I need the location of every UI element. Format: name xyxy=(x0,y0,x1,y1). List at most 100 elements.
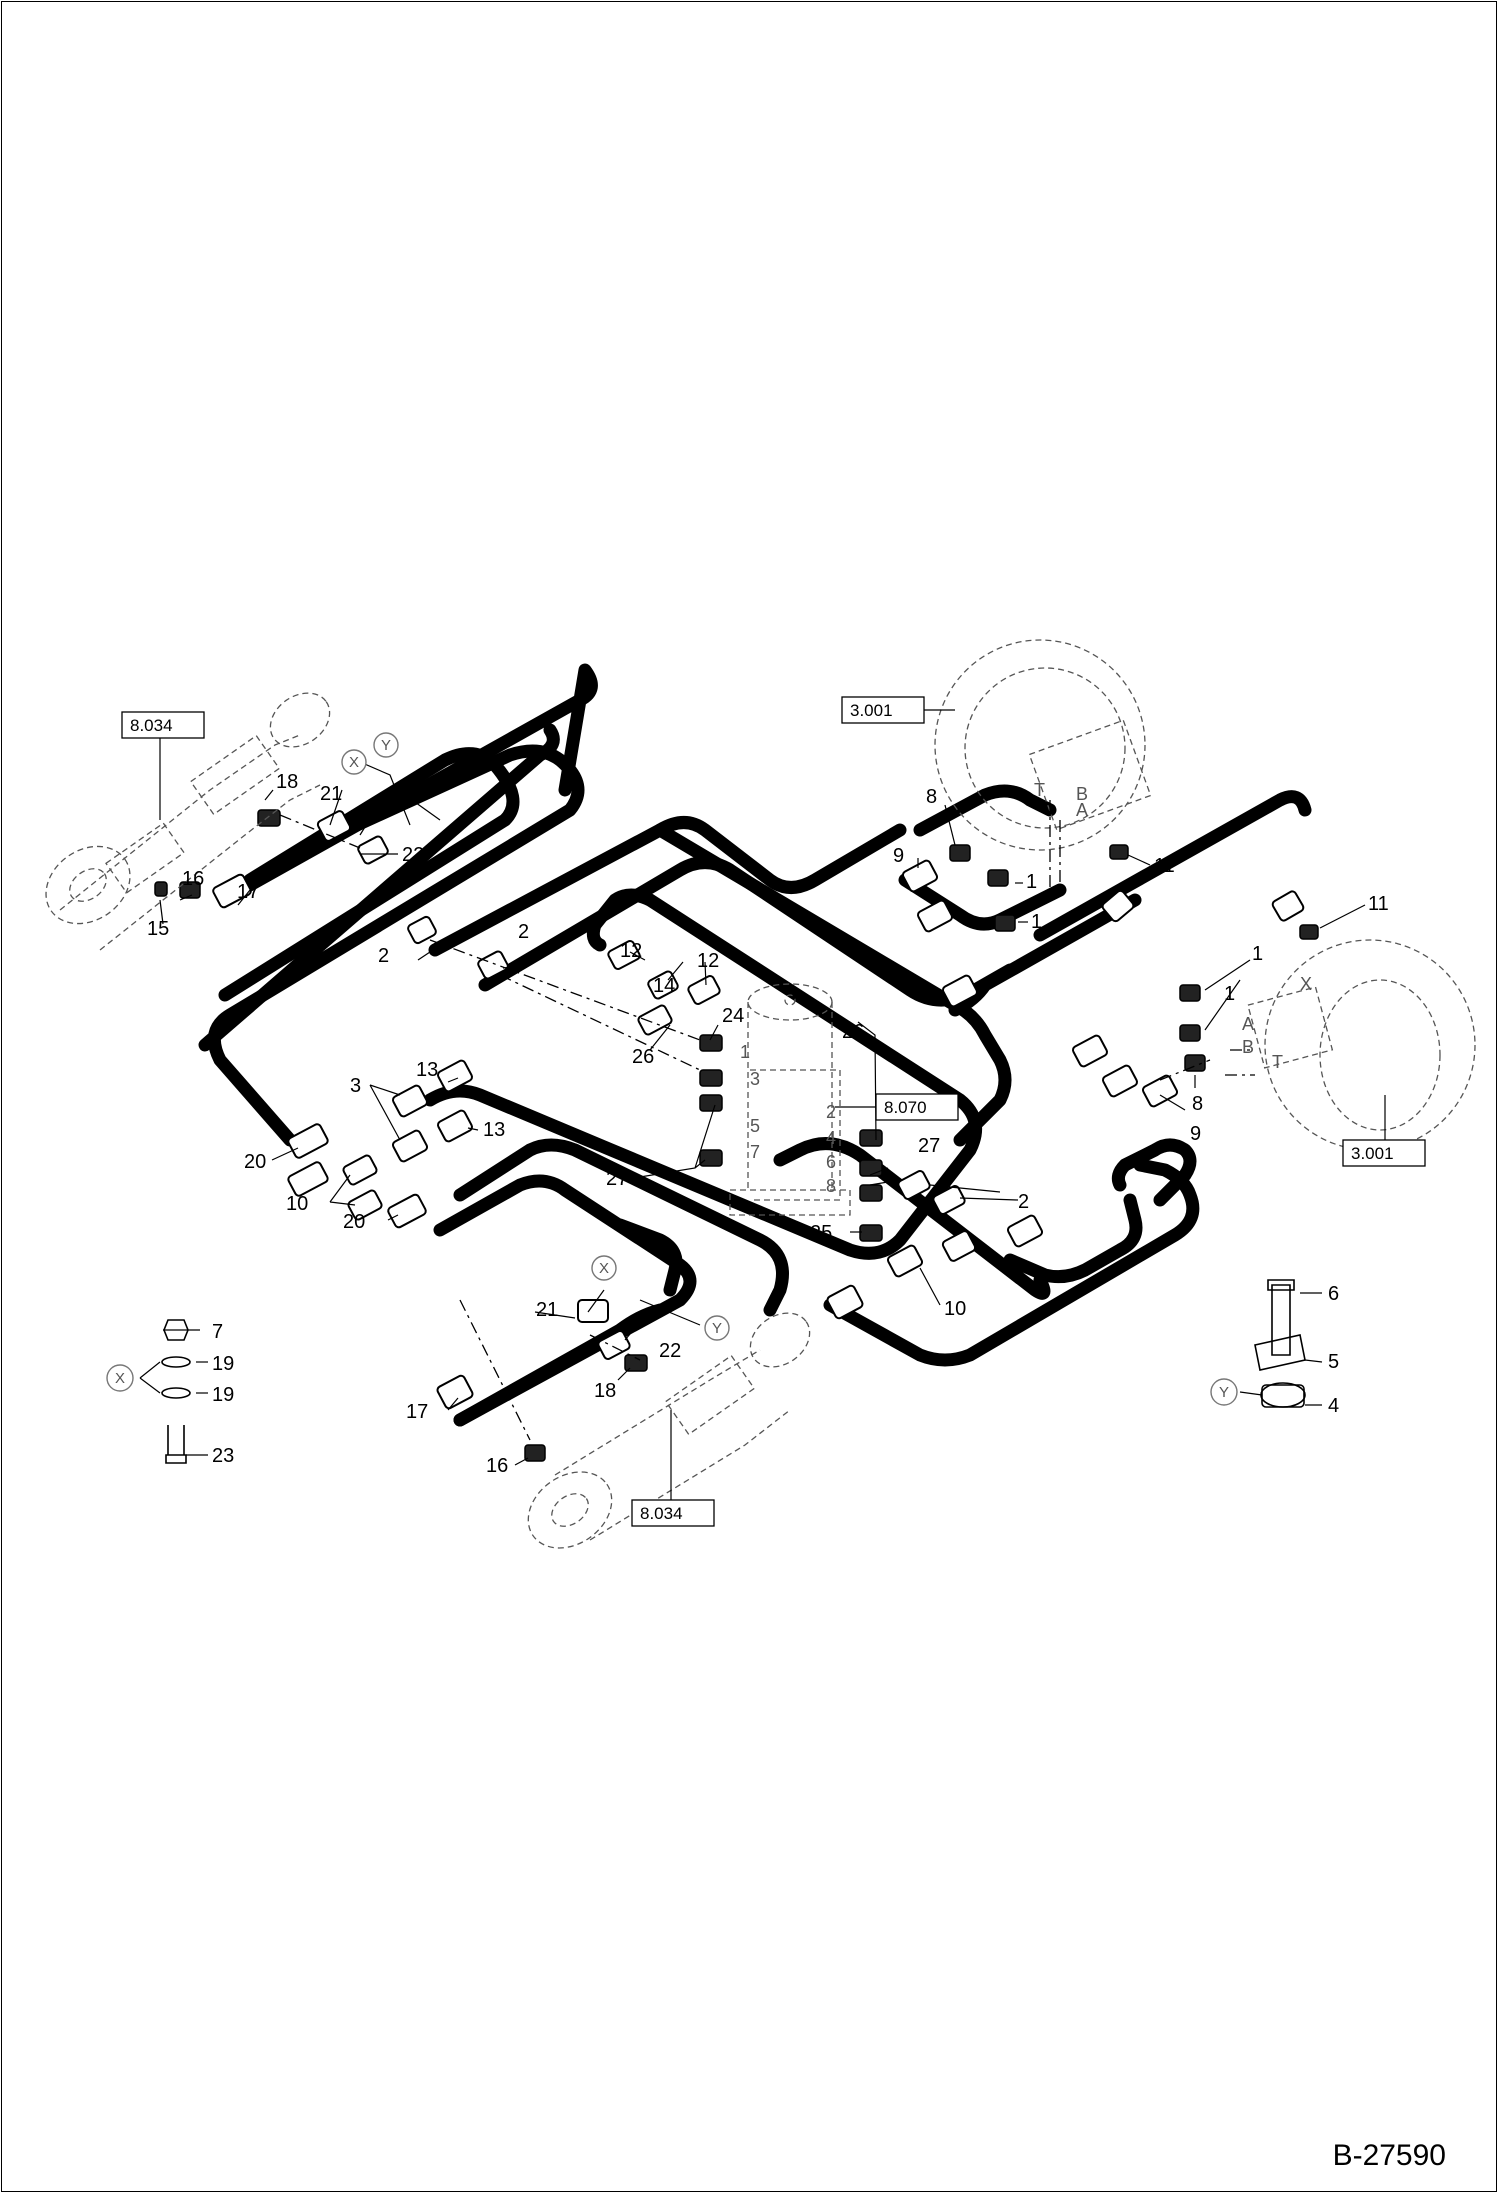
fitting-27c xyxy=(859,1159,883,1177)
label-4: 4 xyxy=(1328,1395,1339,1417)
clamp-hardware-x xyxy=(161,1319,191,1464)
label-2c: 2 xyxy=(1018,1191,1029,1213)
hose-to-lower-cylinder xyxy=(453,1218,683,1427)
circle-ref-y-top-text: Y xyxy=(381,737,391,754)
ref-box-cylinder-top-text: 8.034 xyxy=(130,716,173,735)
fitting-17b xyxy=(436,1374,474,1410)
fitting-15 xyxy=(154,881,168,897)
fitting-13b xyxy=(437,1109,473,1143)
fitting-motor-b xyxy=(917,899,953,933)
hose-top-left-loop-a xyxy=(207,744,585,1147)
fitting-25 xyxy=(859,1224,883,1242)
hose-right-upper xyxy=(1033,790,1312,942)
swivel-port-4: 4 xyxy=(826,1128,836,1148)
label-17b: 17 xyxy=(406,1401,428,1423)
hose-upper-right-loop xyxy=(898,784,1067,931)
ref-box-cylinder-bottom-text: 8.034 xyxy=(640,1504,683,1523)
fitting-1b xyxy=(994,914,1016,932)
label-1a: 1 xyxy=(1026,871,1037,893)
label-7: 7 xyxy=(212,1321,223,1343)
fitting-17a xyxy=(212,873,252,909)
label-18a: 18 xyxy=(276,771,298,793)
part-labels: 1 1 1 1 2 2 2 3 4 5 6 7 8 8 9 9 10 10 11… xyxy=(147,771,1389,1477)
fitting-bottom-elbow xyxy=(826,1284,864,1320)
swivel-port-6: 6 xyxy=(826,1152,836,1172)
fitting-right-a xyxy=(1072,1034,1108,1068)
label-9a: 9 xyxy=(893,845,904,867)
hose-right-long xyxy=(653,823,1012,1147)
hose-right-loop-2 xyxy=(1003,1193,1143,1284)
fitting-21b xyxy=(577,1299,609,1323)
fitting-21a xyxy=(316,810,352,842)
ref-box-motor-right-text: 3.001 xyxy=(1351,1144,1394,1163)
label-27a: 27 xyxy=(606,1168,628,1190)
fitting-26c xyxy=(859,1129,883,1147)
label-17a: 17 xyxy=(237,881,259,903)
label-9b: 9 xyxy=(1190,1123,1201,1145)
motor-top-port-a: A xyxy=(1076,800,1088,820)
swivel-port-1: 1 xyxy=(740,1042,750,1062)
label-13a: 13 xyxy=(416,1059,438,1081)
swivel-port-7: 7 xyxy=(750,1142,760,1162)
fitting-right-elbow xyxy=(1271,890,1305,922)
fitting-10e xyxy=(1007,1214,1043,1248)
fitting-20a xyxy=(287,1123,329,1159)
swivel-port-8: 8 xyxy=(826,1176,836,1196)
fitting-1c xyxy=(1179,984,1201,1002)
ref-box-motor-top[interactable]: 3.001 xyxy=(841,696,925,724)
label-11b: 11 xyxy=(1368,893,1389,915)
circle-ref-x-mid-text: X xyxy=(599,1260,609,1277)
hose-lower-long xyxy=(433,1174,697,1427)
fitting-motor-c xyxy=(942,974,978,1008)
circle-ref-x-legend-text: X xyxy=(115,1370,125,1387)
fitting-26b xyxy=(699,1069,723,1087)
hose-group xyxy=(198,663,1312,1427)
ref-box-cylinder-top[interactable]: 8.034 xyxy=(121,711,205,739)
swivel-port-3: 3 xyxy=(750,1069,760,1089)
label-1d: 1 xyxy=(1224,983,1235,1005)
fitting-13a xyxy=(437,1059,473,1093)
hose-mid-to-right xyxy=(773,1137,1051,1300)
circle-ref-x-top-text: X xyxy=(349,754,359,771)
swivel-port-2: 2 xyxy=(826,1102,836,1122)
fitting-10c xyxy=(887,1244,923,1278)
fitting-10b xyxy=(347,1189,383,1221)
motor-right-port-a: A xyxy=(1242,1014,1254,1034)
fitting-3b xyxy=(392,1129,428,1163)
label-12b: 12 xyxy=(697,950,719,972)
fitting-9a xyxy=(902,859,938,893)
label-11a: 11 xyxy=(1154,855,1175,877)
fitting-16b xyxy=(524,1444,546,1462)
label-19b: 19 xyxy=(212,1384,234,1406)
fitting-14 xyxy=(647,970,679,1000)
fitting-2d xyxy=(932,1185,966,1215)
fitting-26a xyxy=(637,1004,673,1036)
ref-box-motor-right[interactable]: 3.001 xyxy=(1342,1139,1426,1167)
hose-right-mid xyxy=(948,893,1142,1017)
fitting-11b xyxy=(1299,924,1319,940)
fitting-10a xyxy=(342,1154,378,1186)
label-1b: 1 xyxy=(1031,911,1042,933)
drawing-number: B-27590 xyxy=(1332,2139,1446,2172)
label-2a: 2 xyxy=(378,945,389,967)
label-16b: 16 xyxy=(486,1455,508,1477)
ref-box-swivel[interactable]: 8.070 xyxy=(875,1093,959,1121)
fitting-2b xyxy=(477,950,509,980)
hose-right-lower-a xyxy=(1111,1138,1197,1207)
fitting-3a xyxy=(392,1084,428,1118)
label-20b: 20 xyxy=(343,1211,365,1233)
label-26b: 26 xyxy=(842,1021,864,1043)
label-2b: 2 xyxy=(518,921,529,943)
fitting-20c xyxy=(387,1193,427,1229)
label-15: 15 xyxy=(147,918,169,940)
label-22a: 22 xyxy=(402,844,424,866)
motor-right-port-x: X xyxy=(1300,974,1312,994)
hose-center-loop-2 xyxy=(453,1138,789,1317)
label-18b: 18 xyxy=(594,1380,616,1402)
ref-box-swivel-text: 8.070 xyxy=(884,1098,927,1117)
ref-box-cylinder-bottom[interactable]: 8.034 xyxy=(631,1499,715,1527)
label-1c: 1 xyxy=(1252,943,1263,965)
fitting-27d xyxy=(859,1184,883,1202)
label-21b: 21 xyxy=(536,1299,558,1321)
